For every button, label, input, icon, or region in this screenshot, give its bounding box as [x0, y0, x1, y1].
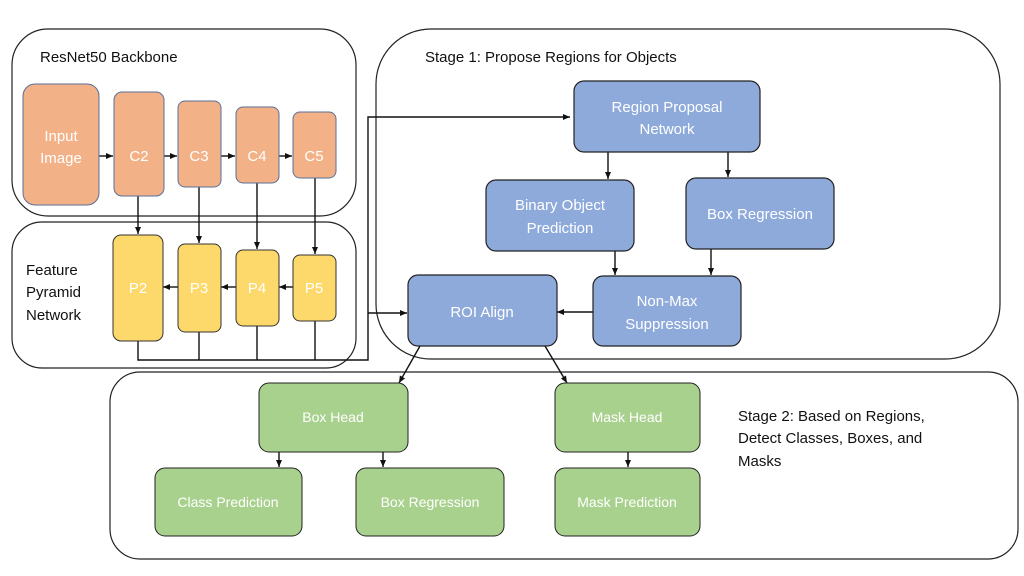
svg-text:C2: C2: [129, 148, 148, 165]
svg-text:Mask Prediction: Mask Prediction: [577, 494, 677, 510]
edge-roi-maskhead: [544, 345, 568, 384]
edges: [99, 114, 731, 467]
backbone-group-label: ResNet50 Backbone: [40, 49, 178, 66]
svg-text:C5: C5: [304, 148, 323, 165]
svg-text:Binary Object: Binary Object: [515, 197, 606, 214]
node-box-regression-stage1: Box Regression: [685, 177, 835, 250]
node-mask-prediction: Mask Prediction: [554, 467, 701, 537]
svg-text:P4: P4: [248, 280, 266, 297]
svg-text:P5: P5: [305, 280, 323, 297]
svg-text:Image: Image: [40, 150, 82, 167]
edge-fpn-bus: [137, 114, 570, 361]
svg-text:Mask Head: Mask Head: [592, 409, 663, 425]
node-c4: C4: [235, 106, 280, 184]
stage2-group-label-3: Masks: [738, 453, 781, 470]
node-p3: P3: [177, 243, 222, 333]
node-c5: C5: [292, 111, 337, 179]
svg-text:Suppression: Suppression: [625, 316, 708, 333]
svg-text:P3: P3: [190, 280, 208, 297]
fpn-group-label-3: Network: [26, 307, 82, 324]
svg-text:ROI Align: ROI Align: [450, 304, 513, 321]
node-c2: C2: [113, 91, 165, 197]
svg-text:Prediction: Prediction: [527, 220, 594, 237]
node-p5: P5: [292, 254, 337, 322]
svg-text:C4: C4: [247, 148, 266, 165]
svg-text:Box Head: Box Head: [302, 409, 363, 425]
svg-text:P2: P2: [129, 280, 147, 297]
fpn-group-label-2: Pyramid: [26, 284, 81, 301]
node-box-regression-stage2: Box Regression: [355, 467, 505, 537]
node-c3: C3: [177, 100, 222, 188]
svg-text:Input: Input: [44, 128, 78, 145]
node-input-image: Input Image: [22, 83, 100, 206]
fpn-group-label-1: Feature: [26, 262, 78, 279]
svg-text:C3: C3: [189, 148, 208, 165]
svg-text:Class Prediction: Class Prediction: [177, 494, 278, 510]
node-non-max-suppression: Non-Max Suppression: [592, 275, 742, 347]
node-p4: P4: [235, 249, 280, 327]
svg-text:Box Regression: Box Regression: [381, 494, 480, 510]
node-class-prediction: Class Prediction: [154, 467, 303, 537]
node-mask-head: Mask Head: [554, 382, 701, 453]
node-binary-object-prediction: Binary Object Prediction: [485, 179, 635, 252]
svg-text:Box Regression: Box Regression: [707, 206, 813, 223]
stage2-group-label-1: Stage 2: Based on Regions,: [738, 408, 925, 425]
node-box-head: Box Head: [258, 382, 409, 453]
node-p2: P2: [112, 234, 164, 342]
svg-text:Non-Max: Non-Max: [637, 293, 698, 310]
svg-text:Region Proposal: Region Proposal: [612, 99, 723, 116]
edge-roi-boxhead: [398, 345, 421, 384]
stage2-group-label-2: Detect Classes, Boxes, and: [738, 430, 922, 447]
stage1-group-label: Stage 1: Propose Regions for Objects: [425, 49, 677, 66]
node-region-proposal-network: Region Proposal Network: [573, 80, 761, 153]
node-roi-align: ROI Align: [407, 274, 558, 347]
svg-text:Network: Network: [639, 121, 695, 138]
